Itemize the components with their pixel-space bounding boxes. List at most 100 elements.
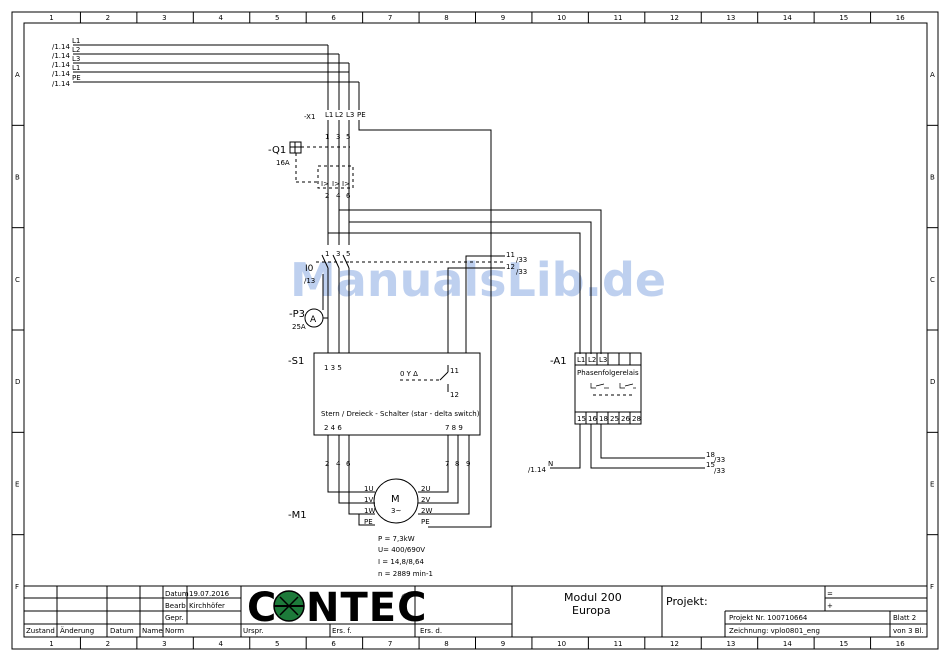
relay-pin-l3: L3 [599,356,607,364]
supply-line-3: L3 [72,55,80,63]
motor-term-1v: 1V [364,496,373,504]
switch-pin-1: 1 [325,250,329,258]
tb-replaced: Ers. d. [420,627,442,635]
main-switch: I0 /13 1 3 5 11 12 /33 /33 [304,250,527,353]
supply-ref-1: /1.14 [52,43,70,51]
relay-out-15: 15 [706,461,715,469]
tb-rev-state: Zustand [26,627,55,635]
supply-ref-5: /1.14 [52,80,70,88]
terminal-l3: L3 [346,111,354,119]
motor-term-2v: 2V [421,496,430,504]
grid-row-label: B [15,174,20,182]
ammeter-rating: 25A [292,323,306,331]
s1-label: Stern / Dreieck - Schalter (star - delta… [321,410,480,418]
inner-frame [23,22,928,638]
grid-column-label: 1 [49,14,53,22]
cable-num-8: 8 [455,460,459,468]
relay-neutral-ref: /1.14 [528,466,546,474]
relay-out-15-ref: /33 [714,467,725,475]
grid-column-label: 6 [331,14,336,22]
grid-column-label: 12 [670,640,679,648]
motor-tag: -M1 [288,510,307,521]
relay-pin-15: 15 [577,415,586,423]
grid-column-label: 16 [896,14,905,22]
grid-column-label: 8 [444,640,448,648]
motor-term-pe-right: PE [421,518,430,526]
grid-column-label: 2 [106,14,110,22]
grid-row-label: C [15,276,20,284]
relay-pin-28: 28 [632,415,641,423]
project-label: Projekt: [666,595,708,608]
breaker-in-1: 1 [325,133,329,141]
ammeter: -P3 25A A [289,308,328,331]
tb-date-label: Datum [165,590,189,598]
grid-column-label: 11 [614,640,623,648]
phase-relay: -A1 L1 L2 L3 Phasenfolgerelais 15 16 18 … [528,352,725,475]
tb-drawn-value: Kirchhöfer [189,602,225,610]
motor-term-pe-left: PE [364,518,373,526]
grid-column-label: 15 [839,640,848,648]
motor-spec-speed: n = 2889 min-1 [378,570,433,578]
grid-column-label: 9 [501,640,505,648]
relay-pin-26: 26 [621,415,630,423]
supply-line-5: PE [72,74,81,82]
motor-cables: 2 4 6 7 8 9 [325,435,470,526]
terminal-l1: L1 [325,111,333,119]
s1-right-pins: 7 8 9 [445,424,463,432]
s1-top-pins: 1 3 5 [324,364,342,372]
logo-registered: ® [400,591,411,604]
drawing-number: Zeichnung: vplo0801_eng [729,627,820,635]
grid-row-label: A [930,71,935,79]
ammeter-tag: -P3 [289,309,305,320]
relay-pin-l2: L2 [588,356,596,364]
cable-num-9: 9 [466,460,470,468]
switch-ref: /13 [304,277,315,285]
grid-column-label: 16 [896,640,905,648]
s1-contact-12: 12 [450,391,459,399]
ammeter-symbol: A [310,315,317,325]
supply-ref-4: /1.14 [52,70,70,78]
relay-pin-l1: L1 [577,356,585,364]
star-delta-switch: -S1 1 3 5 Stern / Dreieck - Schalter (st… [288,352,481,436]
grid-column-label: 7 [388,640,392,648]
motor-term-1w: 1W [364,507,375,515]
relay-out-18: 18 [706,451,715,459]
motor-term-2w: 2W [421,507,432,515]
breaker-mark-2: I> [332,180,340,188]
grid-ticks [12,12,938,649]
motor-term-1u: 1U [364,485,374,493]
breaker-rating: 16A [276,159,290,167]
grid-column-label: 3 [162,14,166,22]
tb-replace: Ers. f. [332,627,352,635]
module-title: Modul 200 [564,591,622,604]
motor-m1: -M1 M 3~ 1U 1V 1W PE 2U 2V 2W PE P = 7,3… [288,478,433,578]
grid-column-label: 10 [557,14,566,22]
terminal-l2: L2 [335,111,343,119]
breaker-out-4: 4 [336,192,341,200]
grid-column-label: 14 [783,14,792,22]
grid-column-label: 2 [106,640,110,648]
sheet-count: von 3 Bl. [893,627,924,635]
breaker-in-3: 3 [336,133,340,141]
supply-bus: /1.14 /1.14 /1.14 /1.14 /1.14 L1 L2 L3 L… [52,37,359,88]
switch-aux-ref-2: /33 [516,268,527,276]
tb-origin: Urspr. [243,627,264,635]
breaker-mark-3: I> [342,180,350,188]
breaker-tag: -Q1 [268,145,286,156]
grid-row-label: D [15,378,20,386]
terminal-pe: PE [357,111,366,119]
motor-spec-voltage: U= 400/690V [378,546,425,554]
terminal-x1: -X1 L1 L2 L3 PE [304,45,492,528]
watermark: ManualsLib.de [290,253,666,307]
switch-aux-11: 11 [506,251,515,259]
tb-rev-date: Datum [110,627,134,635]
tb-norm-label: Norm [165,627,184,635]
cable-num-2: 2 [325,460,329,468]
grid-row-label: E [930,481,934,489]
motor-phase: 3~ [391,507,401,515]
grid-column-label: 7 [388,14,392,22]
relay-pin-25: 25 [610,415,619,423]
grid-labels: 1122334455667788991010111112121313141415… [15,14,935,648]
tb-checked-label: Gepr. [165,614,184,622]
breaker-mark-1: I> [321,180,329,188]
